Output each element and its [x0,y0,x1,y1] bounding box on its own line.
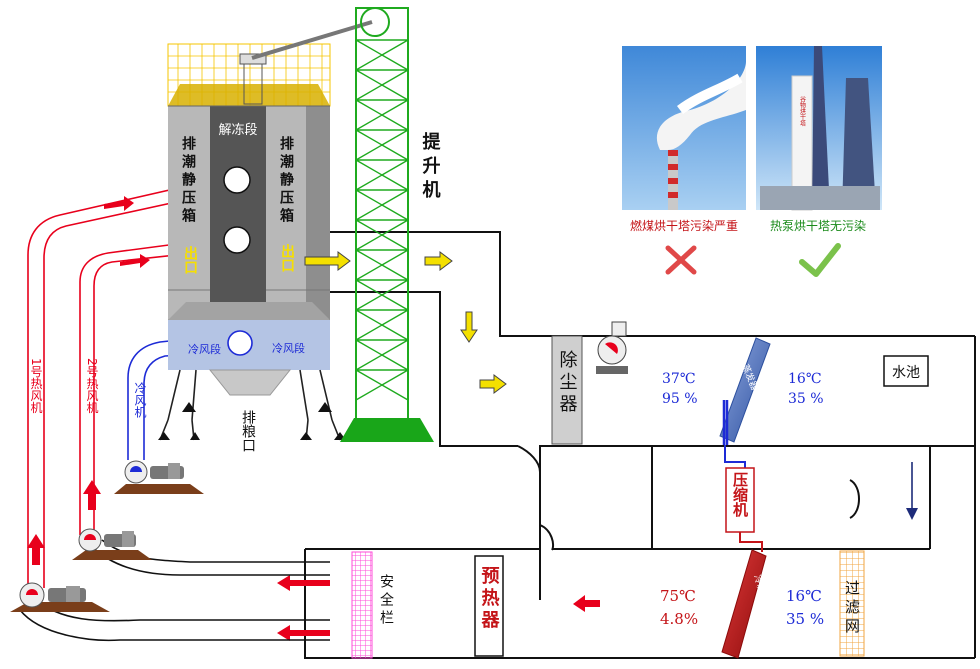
compressor-label: 压缩机 [731,472,749,518]
reading-after-evap-hum: 35 % [788,391,824,407]
reading-before-evap-hum: 95 % [662,391,698,407]
filter-label: 过滤网 [843,580,861,637]
hot-fan-2 [72,528,152,560]
dust-collector-label: 除尘器 [557,350,578,416]
elevator-label: 提升机 [420,131,441,204]
down-arrowhead-icon [906,508,918,520]
exhaust-fan-icon [596,321,628,374]
cool-fan-label: 冷风机 [133,382,147,418]
reading-before-cond-temp: 16℃ [786,587,822,605]
exhaust-arrows [304,251,507,394]
water-pool [883,355,929,387]
safety-guard-label: 安全栏 [378,574,394,628]
evaporator [719,337,771,468]
preheater-label: 预热器 [479,566,501,632]
thaw-section-label: 解冻段 [218,122,257,138]
coal-tower-caption: 燃煤烘干塔污染严重 [630,218,738,233]
reading-after-evap-temp: 16℃ [788,371,821,387]
hot-fan-2-label: 2号热风机 [85,358,99,414]
duct-system [304,231,976,659]
preheater [474,555,504,657]
safety-guard [351,551,373,659]
check-icon [799,243,841,277]
air-readings: 37℃ 95 % 16℃ 35 % 75℃ 4.8% 16℃ 35 % [660,371,824,628]
heatpump-tower-photo [756,46,882,211]
compressor [725,467,763,552]
fan-labels: 1号热风机 2号热风机 冷风机 [29,358,147,418]
heatpump-tower-caption: 热泵烘干塔无污染 [770,218,866,233]
bucket-elevator [340,7,434,442]
left-box-label: 排潮静压箱 [180,135,196,226]
reading-after-cond-hum: 4.8% [660,610,698,628]
cross-icon [665,245,697,275]
cool-section-right-label: 冷风段 [272,341,305,355]
silo-labels: 排潮静压箱 排潮静压箱 解冻段 出口 出口 冷风段 冷风段 排粮口 [180,122,305,452]
dust-collector [551,335,583,445]
right-outlet-label: 出口 [279,243,295,272]
reading-after-cond-temp: 75℃ [660,587,696,605]
coal-tower-photo [622,46,746,210]
hot-air-pipes [27,177,223,588]
hot-fan-1 [10,582,110,612]
right-box-label: 排潮静压箱 [278,135,294,226]
reading-before-cond-hum: 35 % [786,610,824,628]
cool-air-pipe [127,333,236,460]
cool-fan [114,460,204,494]
water-pool-label: 水池 [892,365,920,381]
hot-fan-1-label: 1号热风机 [29,358,43,414]
cool-section-left-label: 冷风段 [188,342,221,356]
reading-before-evap-temp: 37℃ [662,371,695,387]
dryer-silo [158,20,373,441]
grain-outlet-label: 排粮口 [240,410,256,452]
hot-air-arrows [27,196,600,641]
tower-sign-text: 谷物烘干塔 [799,95,806,127]
condenser [721,549,767,659]
left-outlet-label: 出口 [182,245,198,274]
filter-mesh [839,550,865,657]
